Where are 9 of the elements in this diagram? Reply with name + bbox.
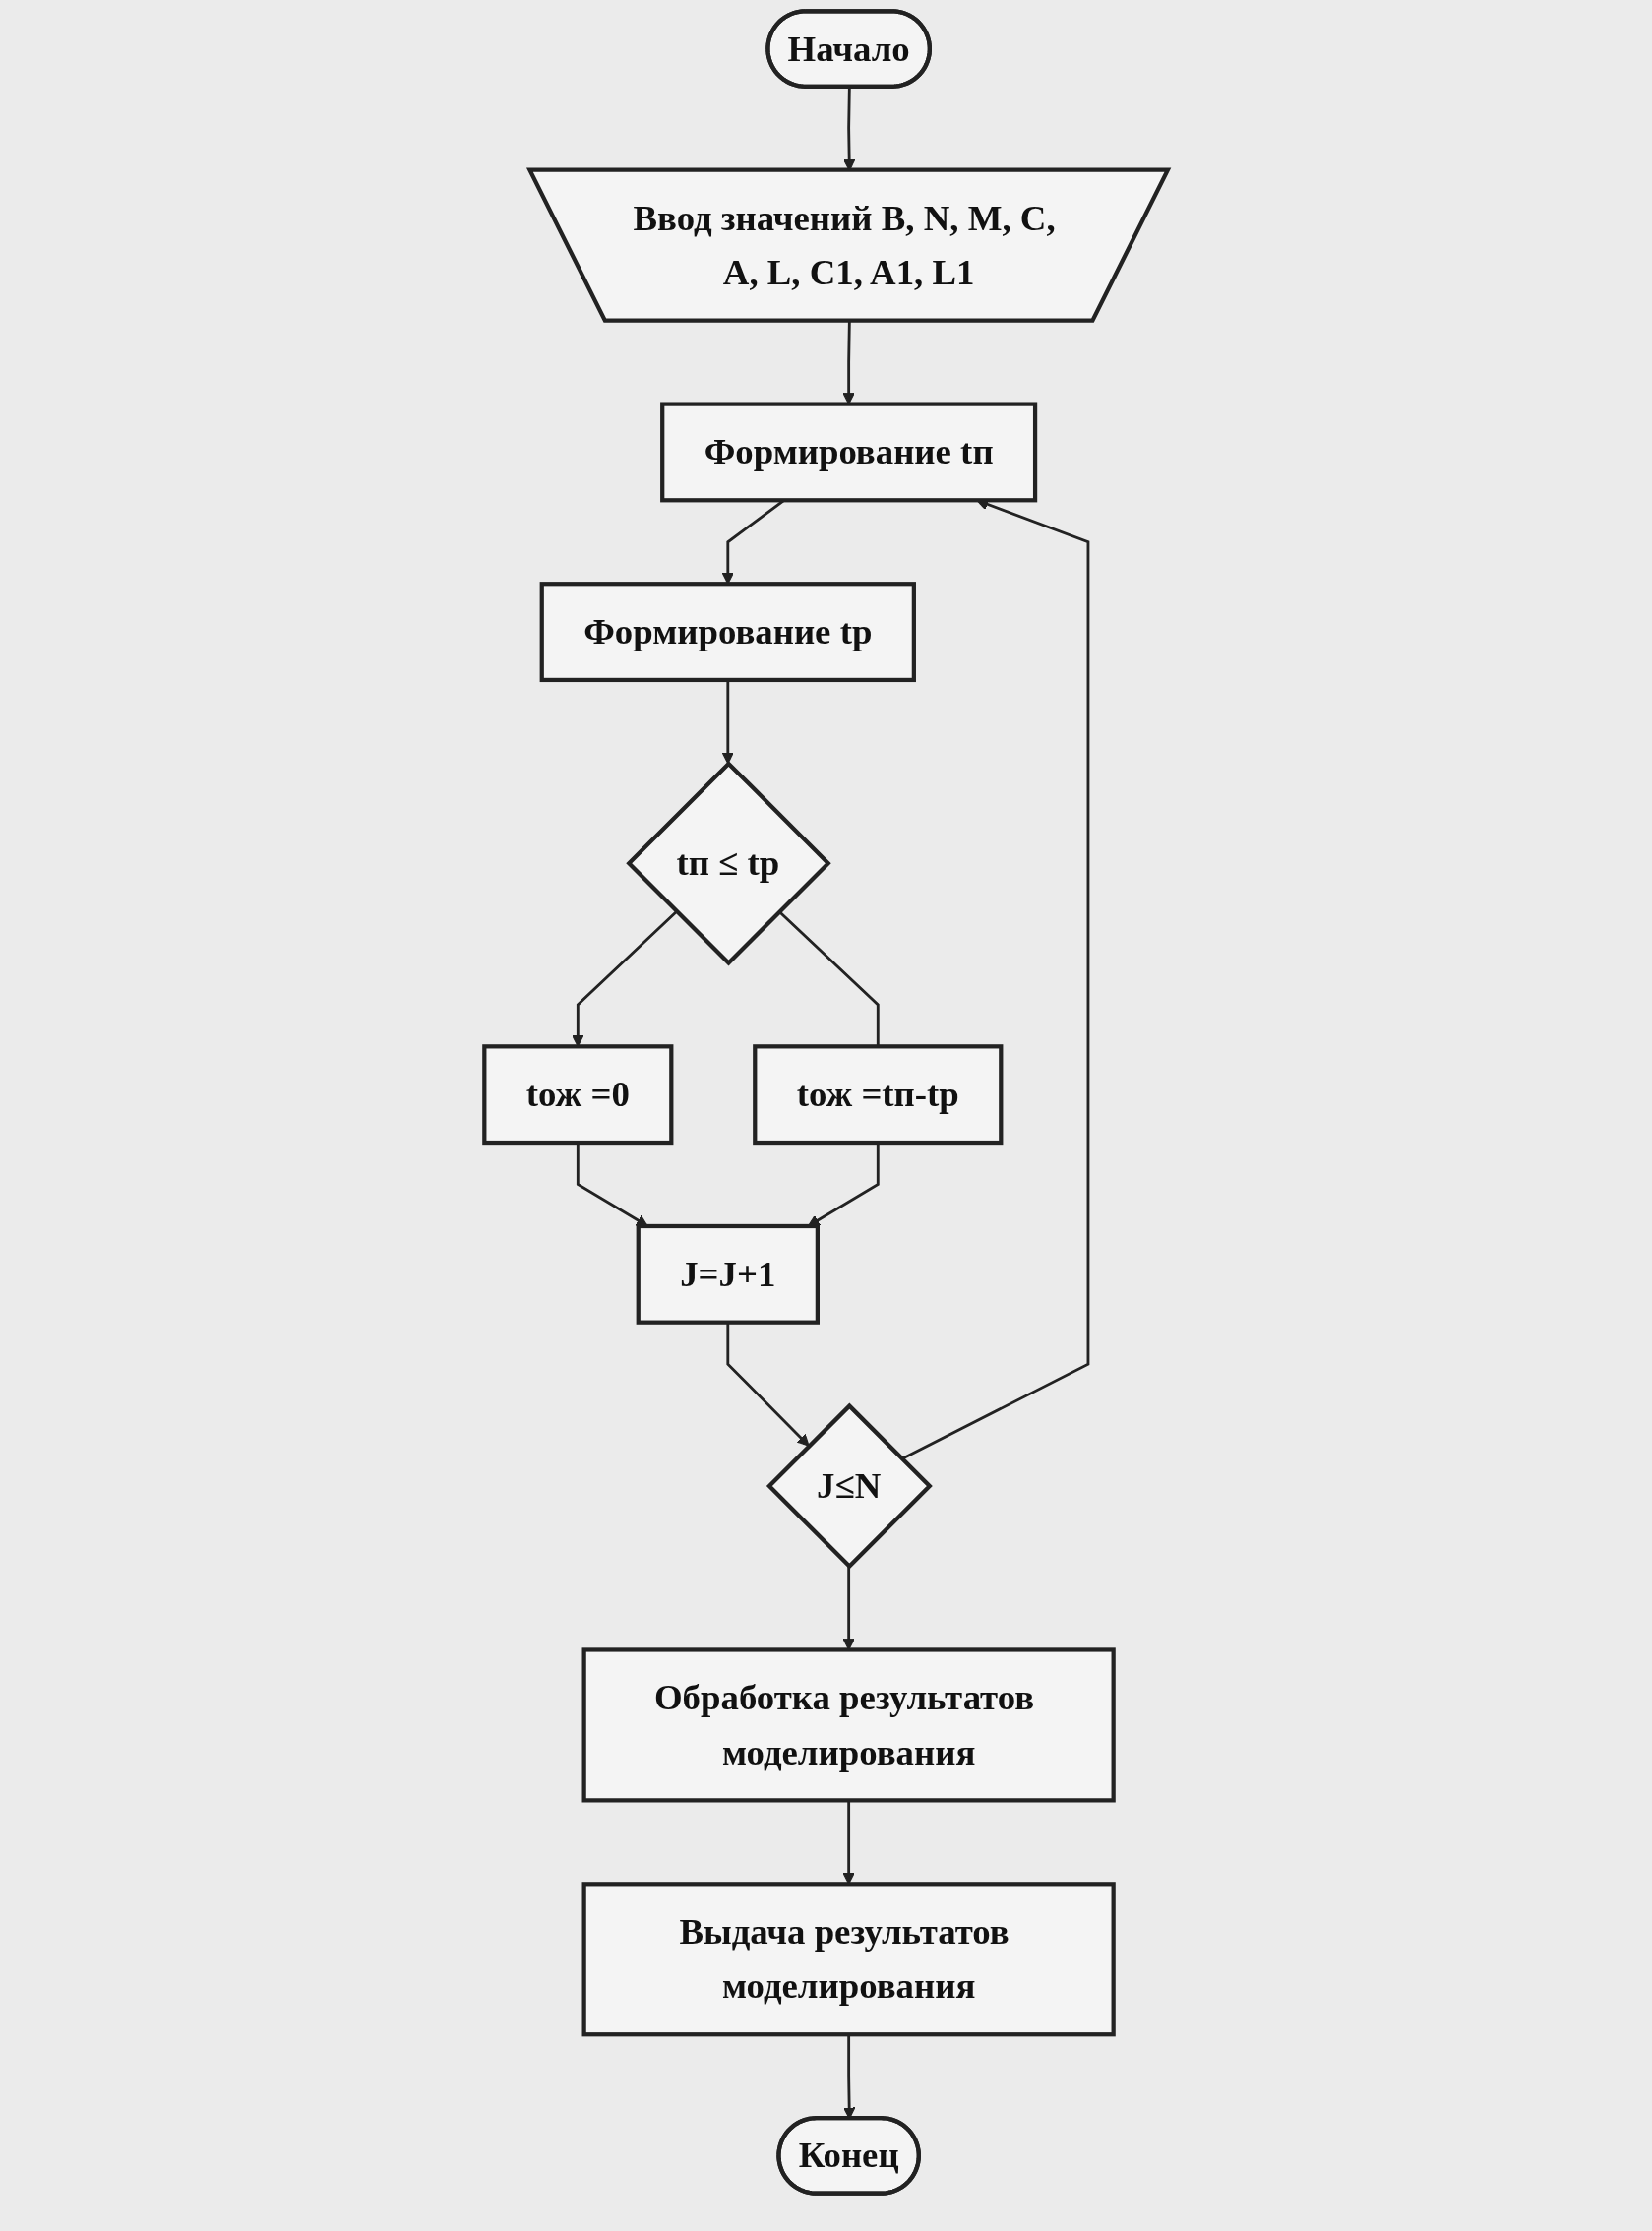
node-box: J=J+1 [636, 1223, 820, 1325]
node-box: tож =tп-tр [753, 1044, 1004, 1146]
node-box: Обработка результатов моделирования [581, 1647, 1116, 1803]
node-box: Формирование tр [539, 582, 916, 683]
node-box: tож =0 [482, 1044, 674, 1146]
node-diamond: J≤N [765, 1402, 933, 1570]
node-box: Выдача результатов моделирования [581, 1882, 1116, 2037]
node-box: Формирование tп [659, 402, 1038, 503]
node-diamond: tп ≤ tр [626, 760, 831, 966]
